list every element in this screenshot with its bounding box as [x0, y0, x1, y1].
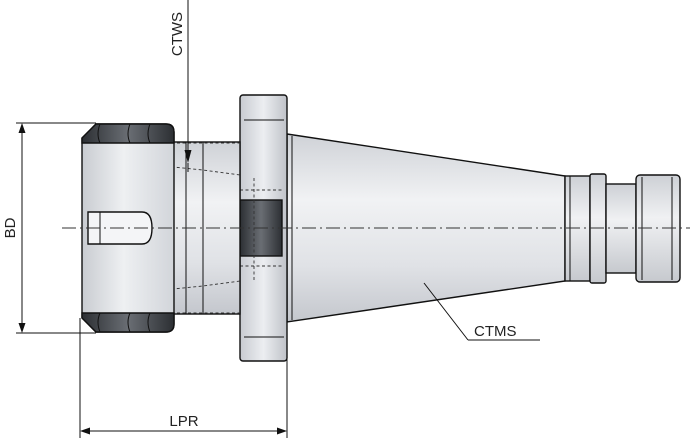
- dimension-lpr: [79, 318, 288, 438]
- dimension-ctws: [184, 0, 192, 172]
- label-ctws: CTWS: [169, 12, 186, 56]
- dimension-bd: [16, 122, 96, 334]
- label-lpr: LPR: [169, 413, 198, 430]
- retention-stud: [564, 173, 681, 284]
- label-bd: BD: [2, 217, 19, 238]
- leader-ctms: [423, 282, 540, 341]
- label-ctms: CTMS: [474, 323, 517, 340]
